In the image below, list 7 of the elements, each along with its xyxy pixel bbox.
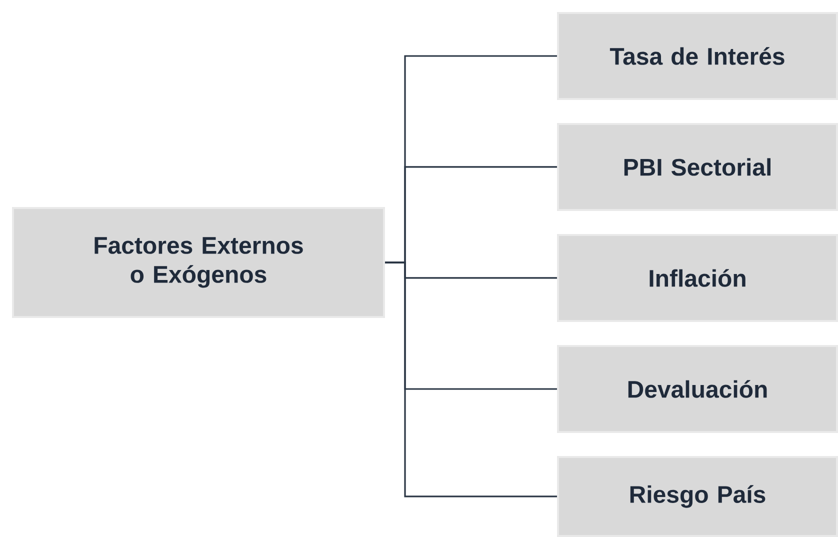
topic-box: Factores Externos o Exógenos: [12, 206, 385, 318]
connector-line: [385, 262, 557, 498]
factor-box: Tasa de Interés: [557, 12, 838, 100]
factor-box: Devaluación: [557, 344, 838, 433]
factor-box: Inflación: [557, 234, 838, 322]
factor-box: Riesgo País: [557, 456, 838, 537]
factor-box: PBI Sectorial: [557, 123, 838, 211]
